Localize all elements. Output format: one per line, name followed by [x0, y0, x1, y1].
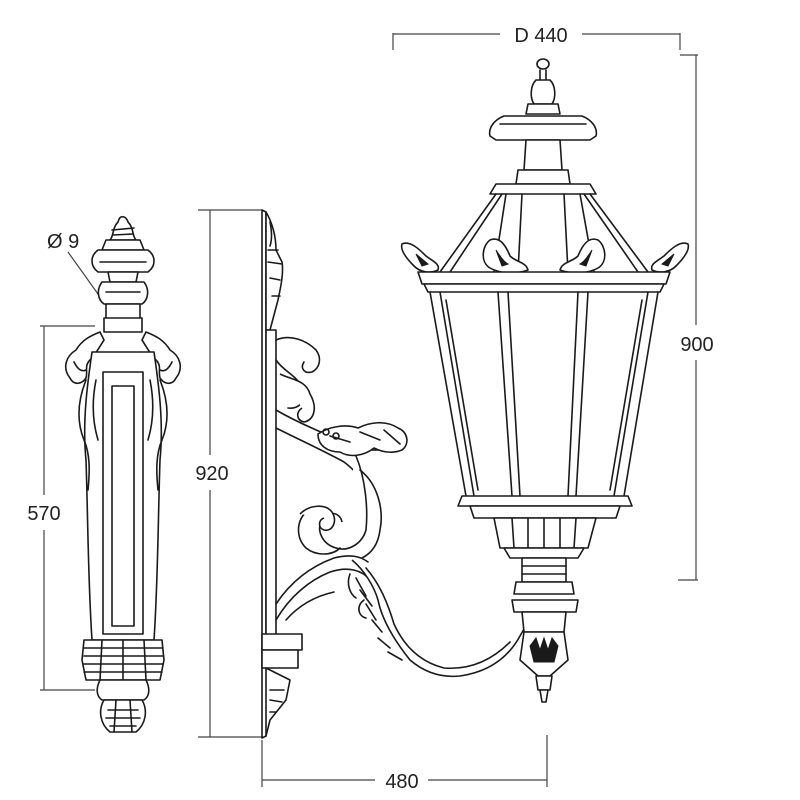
dimension-lines: [40, 33, 698, 787]
dimension-hole-diameter: Ø 9: [47, 231, 79, 253]
dimension-projection: 480: [385, 771, 418, 793]
wall-bracket-side-view: [261, 209, 529, 739]
dimension-lantern-height: 900: [680, 334, 713, 356]
dimension-plate-height: 570: [27, 503, 60, 525]
wall-plate-front-view: [64, 215, 182, 733]
dimension-total-height: 920: [195, 463, 228, 485]
lantern: [400, 58, 690, 703]
dimension-diameter-top: D 440: [514, 25, 567, 47]
